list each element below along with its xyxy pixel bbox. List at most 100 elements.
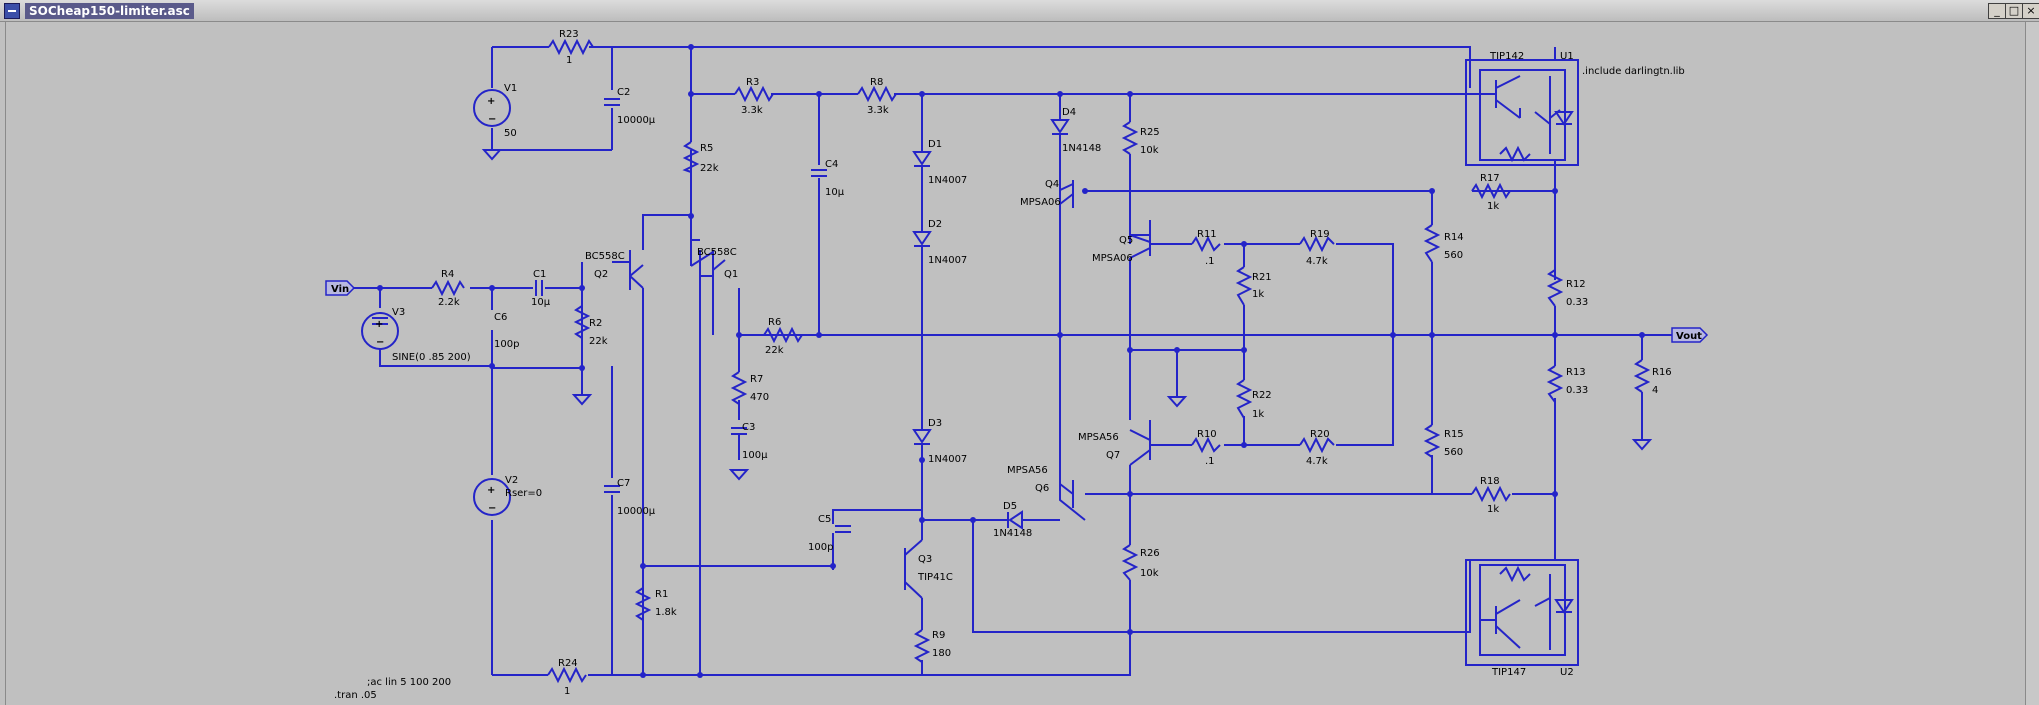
value-r20: 4.7k bbox=[1306, 456, 1328, 467]
value-c2: 10000µ bbox=[617, 115, 656, 126]
document-titlebar[interactable]: SOCheap150-limiter.asc _ □ × bbox=[0, 0, 2039, 22]
label-r4: R4 bbox=[441, 269, 454, 280]
darlington-u2[interactable] bbox=[1465, 559, 1579, 666]
value-c1: 10µ bbox=[531, 297, 551, 308]
label-u1: U1 bbox=[1560, 51, 1574, 62]
label-d3: D3 bbox=[928, 418, 942, 429]
value-r2: 22k bbox=[589, 336, 608, 347]
value-u2: TIP147 bbox=[1491, 667, 1526, 678]
value-r24: 1 bbox=[564, 686, 570, 697]
label-r2: R2 bbox=[589, 318, 602, 329]
label-d5: D5 bbox=[1003, 501, 1017, 512]
close-button[interactable]: × bbox=[2022, 3, 2039, 19]
label-v2: V2 bbox=[505, 475, 518, 486]
value-r7: 470 bbox=[750, 392, 769, 403]
value-q3: TIP41C bbox=[917, 572, 953, 583]
vertical-scrollbar[interactable] bbox=[2025, 22, 2039, 705]
junctions bbox=[377, 44, 1645, 678]
value-d1: 1N4007 bbox=[928, 175, 967, 186]
value-q2: BC558C bbox=[585, 251, 625, 262]
value-c7: 10000µ bbox=[617, 506, 656, 517]
port-vout[interactable]: Vout bbox=[1671, 327, 1709, 343]
value-v3: SINE(0 .85 200) bbox=[392, 352, 471, 363]
label-r14: R14 bbox=[1444, 232, 1464, 243]
value-d5: 1N4148 bbox=[993, 528, 1032, 539]
schematic-icon bbox=[4, 3, 20, 19]
spice-directives[interactable]: .include darlingtn.lib ;ac lin 5 100 200… bbox=[334, 66, 1685, 701]
label-r6: R6 bbox=[768, 317, 781, 328]
label-d2: D2 bbox=[928, 219, 942, 230]
darlington-u1[interactable] bbox=[1465, 59, 1579, 166]
value-r4: 2.2k bbox=[438, 297, 460, 308]
label-r21: R21 bbox=[1252, 272, 1272, 283]
label-r12: R12 bbox=[1566, 279, 1586, 290]
label-q2: Q2 bbox=[594, 269, 608, 280]
svg-text:−: − bbox=[488, 114, 496, 125]
svg-text:+: + bbox=[375, 319, 383, 330]
value-r5: 22k bbox=[700, 163, 719, 174]
value-r16: 4 bbox=[1652, 385, 1658, 396]
label-c5: C5 bbox=[818, 514, 831, 525]
value-v2: Rser=0 bbox=[505, 488, 542, 499]
value-r18: 1k bbox=[1487, 504, 1499, 515]
capacitor-symbols[interactable] bbox=[372, 98, 851, 533]
label-r5: R5 bbox=[700, 143, 713, 154]
label-r11: R11 bbox=[1197, 229, 1217, 240]
value-r23: 1 bbox=[566, 55, 572, 66]
label-u2: U2 bbox=[1560, 667, 1574, 678]
diode-symbols[interactable] bbox=[912, 119, 1070, 530]
wires bbox=[352, 46, 1672, 676]
label-q4: Q4 bbox=[1045, 179, 1059, 190]
value-q1: BC558C bbox=[697, 247, 737, 258]
value-r10: .1 bbox=[1205, 456, 1215, 467]
svg-text:−: − bbox=[376, 337, 384, 348]
label-r18: R18 bbox=[1480, 476, 1500, 487]
label-d1: D1 bbox=[928, 139, 942, 150]
value-d4: 1N4148 bbox=[1062, 143, 1101, 154]
transistor-symbols[interactable] bbox=[629, 180, 1151, 588]
value-r9: 180 bbox=[932, 648, 951, 659]
value-q5: MPSA06 bbox=[1092, 253, 1133, 264]
label-r15: R15 bbox=[1444, 429, 1464, 440]
label-v3: V3 bbox=[392, 307, 405, 318]
label-c6: C6 bbox=[494, 312, 507, 323]
part-labels: R23 1 V1 50 C2 10000µ R3 3.3k R8 3.3k R5… bbox=[392, 29, 1672, 697]
label-c3: C3 bbox=[742, 422, 755, 433]
label-q7: Q7 bbox=[1106, 450, 1120, 461]
label-c2: C2 bbox=[617, 87, 630, 98]
label-r20: R20 bbox=[1310, 429, 1330, 440]
label-q5: Q5 bbox=[1119, 235, 1133, 246]
voltage-sources[interactable]: +− +− +− bbox=[361, 89, 511, 516]
value-r21: 1k bbox=[1252, 289, 1264, 300]
value-q4: MPSA06 bbox=[1020, 197, 1061, 208]
value-r6: 22k bbox=[765, 345, 784, 356]
port-vin[interactable]: Vin bbox=[325, 280, 356, 296]
value-r26: 10k bbox=[1140, 568, 1159, 579]
value-r22: 1k bbox=[1252, 409, 1264, 420]
value-r11: .1 bbox=[1205, 256, 1215, 267]
value-r15: 560 bbox=[1444, 447, 1463, 458]
value-q6: MPSA56 bbox=[1007, 465, 1048, 476]
value-c3: 100µ bbox=[742, 450, 768, 461]
value-v1: 50 bbox=[504, 128, 517, 139]
label-r24: R24 bbox=[558, 658, 578, 669]
value-r1: 1.8k bbox=[655, 607, 677, 618]
include-directive: .include darlingtn.lib bbox=[1582, 66, 1685, 77]
resistor-symbols[interactable] bbox=[431, 38, 1651, 684]
value-r12: 0.33 bbox=[1566, 297, 1588, 308]
ac-directive: ;ac lin 5 100 200 bbox=[367, 677, 451, 688]
svg-text:+: + bbox=[487, 485, 495, 496]
label-r23: R23 bbox=[559, 29, 579, 40]
value-r8: 3.3k bbox=[867, 105, 889, 116]
value-q7: MPSA56 bbox=[1078, 432, 1119, 443]
label-d4: D4 bbox=[1062, 107, 1076, 118]
schematic-canvas[interactable] bbox=[5, 22, 2019, 705]
tran-directive: .tran .05 bbox=[334, 690, 377, 701]
label-r1: R1 bbox=[655, 589, 668, 600]
label-r3: R3 bbox=[746, 77, 759, 88]
label-r13: R13 bbox=[1566, 367, 1586, 378]
svg-text:+: + bbox=[487, 96, 495, 107]
value-u1: TIP142 bbox=[1489, 51, 1524, 62]
vout-label: Vout bbox=[1676, 331, 1702, 342]
